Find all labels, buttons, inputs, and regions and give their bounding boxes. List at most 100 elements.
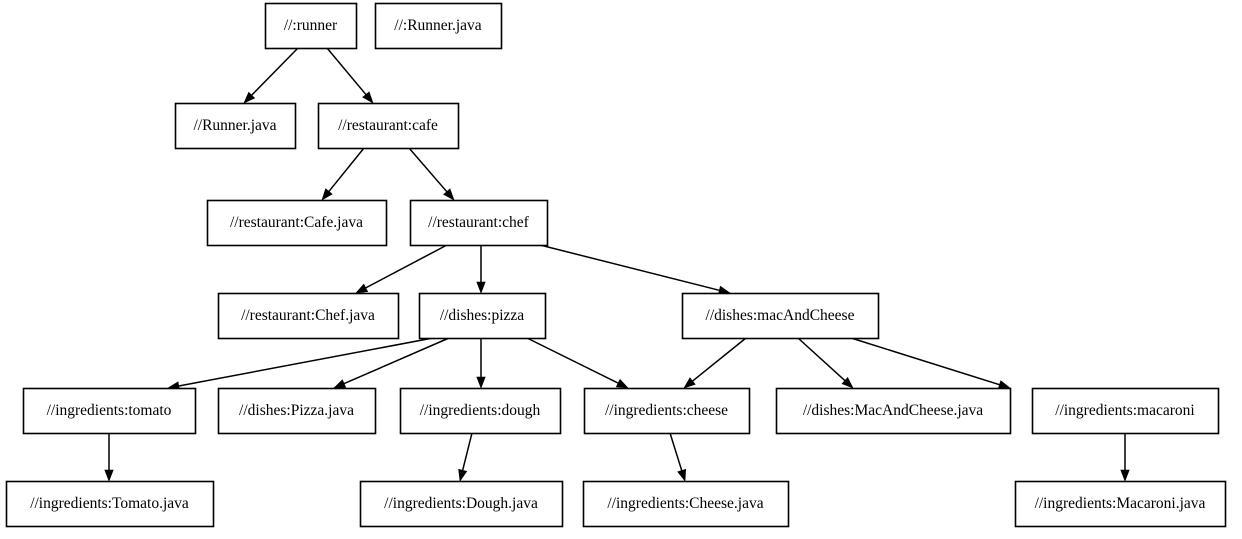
edge-line [539, 244, 720, 292]
edge-arrowhead [1120, 469, 1130, 482]
node-label: //dishes:macAndCheese [706, 307, 855, 324]
edge-line [692, 337, 747, 382]
edge-arrowhead [355, 283, 369, 294]
graph-node[interactable]: //:runner [264, 2, 358, 50]
graph-edge [1120, 433, 1130, 482]
graph-edge [408, 147, 455, 201]
graph-edge [476, 338, 486, 389]
graph-node[interactable]: //ingredients:Macaroni.java [1014, 480, 1227, 528]
node-box[interactable] [217, 387, 377, 435]
node-label: //restaurant:Chef.java [241, 307, 375, 324]
graph-edge [104, 433, 114, 482]
edge-arrowhead [243, 91, 256, 104]
node-box[interactable] [264, 2, 358, 50]
edge-line [365, 244, 448, 289]
node-label: //restaurant:chef [428, 214, 530, 231]
graph-edge [539, 244, 731, 295]
graph-node[interactable]: //ingredients:dough [399, 387, 562, 435]
node-box[interactable] [206, 199, 388, 247]
graph-node[interactable]: //restaurant:Chef.java [217, 292, 400, 340]
edge-line [326, 47, 367, 96]
node-box[interactable] [359, 480, 564, 528]
edge-line [669, 432, 683, 471]
node-label: //:runner [284, 17, 338, 34]
node-box[interactable] [5, 480, 215, 528]
node-box[interactable] [399, 387, 562, 435]
graph-node[interactable]: //ingredients:Tomato.java [5, 480, 215, 528]
graph-node[interactable]: //ingredients:tomato [22, 387, 197, 435]
node-label: //restaurant:cafe [338, 117, 438, 134]
node-label: //ingredients:Cheese.java [607, 495, 763, 512]
graph-node[interactable]: //restaurant:chef [409, 199, 549, 247]
edge-line [408, 147, 448, 193]
graph-edge [683, 337, 747, 389]
node-box[interactable] [775, 387, 1012, 435]
node-box[interactable] [317, 102, 460, 150]
edge-arrowhead [476, 281, 486, 294]
node-label: //dishes:MacAndCheese.java [803, 402, 983, 419]
node-label: //ingredients:macaroni [1055, 402, 1195, 419]
node-box[interactable] [1014, 480, 1227, 528]
graph-node[interactable]: //ingredients:cheese [583, 387, 751, 435]
node-label: //ingredients:dough [420, 402, 541, 419]
graph-node[interactable]: //dishes:MacAndCheese.java [775, 387, 1012, 435]
edge-line [251, 47, 299, 96]
edge-line [461, 432, 473, 471]
graph-edge [243, 47, 299, 104]
node-box[interactable] [583, 387, 751, 435]
edge-line [328, 147, 365, 192]
graph-node[interactable]: //ingredients:Dough.java [359, 480, 564, 528]
node-label: //ingredients:tomato [47, 402, 172, 419]
node-label: //:Runner.java [394, 17, 482, 34]
edge-arrowhead [677, 468, 687, 482]
edge-arrowhead [458, 468, 468, 482]
graph-edge [321, 147, 365, 201]
node-box[interactable] [418, 292, 547, 340]
edge-line [343, 337, 450, 385]
node-label: //ingredients:cheese [605, 402, 728, 419]
node-label: //dishes:Pizza.java [239, 402, 354, 419]
graph-edge [850, 337, 1011, 390]
graph-edge [526, 337, 629, 389]
edge-line [797, 337, 846, 382]
edge-arrowhead [443, 188, 455, 201]
graph-node[interactable]: //restaurant:cafe [317, 102, 460, 150]
node-box[interactable] [174, 102, 297, 150]
edge-line [850, 337, 1000, 386]
node-label: //dishes:pizza [440, 307, 524, 324]
graph-node[interactable]: //Runner.java [174, 102, 297, 150]
node-box[interactable] [1031, 387, 1220, 435]
node-box[interactable] [217, 292, 400, 340]
node-layer: //:runner //:Runner.java //Runner.java //re… [5, 2, 1227, 528]
graph-node[interactable]: //dishes:Pizza.java [217, 387, 377, 435]
node-box[interactable] [681, 292, 880, 340]
graph-edge [797, 337, 854, 389]
node-box[interactable] [582, 480, 790, 528]
edge-arrowhead [321, 188, 333, 201]
edge-line [178, 337, 434, 387]
edge-arrowhead [476, 376, 486, 389]
edge-arrowhead [997, 380, 1011, 390]
node-box[interactable] [374, 2, 503, 50]
graph-node[interactable]: //restaurant:Cafe.java [206, 199, 388, 247]
edge-arrowhead [104, 469, 114, 482]
edge-arrowhead [615, 378, 629, 389]
node-label: //ingredients:Dough.java [384, 495, 538, 512]
graph-edge [333, 337, 450, 389]
edge-arrowhead [333, 379, 347, 389]
graph-edge [669, 432, 687, 482]
graph-node[interactable]: //ingredients:Cheese.java [582, 480, 790, 528]
node-box[interactable] [409, 199, 549, 247]
edge-arrowhead [841, 376, 854, 389]
node-label: //Runner.java [193, 117, 276, 134]
graph-node[interactable]: //dishes:pizza [418, 292, 547, 340]
graph-node[interactable]: //dishes:macAndCheese [681, 292, 880, 340]
edge-arrowhead [362, 91, 374, 104]
node-box[interactable] [22, 387, 197, 435]
edge-line [526, 337, 619, 384]
edge-layer [104, 47, 1130, 482]
graph-node[interactable]: //:Runner.java [374, 2, 503, 50]
edge-arrowhead [683, 377, 696, 389]
graph-node[interactable]: //ingredients:macaroni [1031, 387, 1220, 435]
node-label: //ingredients:Tomato.java [30, 495, 189, 512]
